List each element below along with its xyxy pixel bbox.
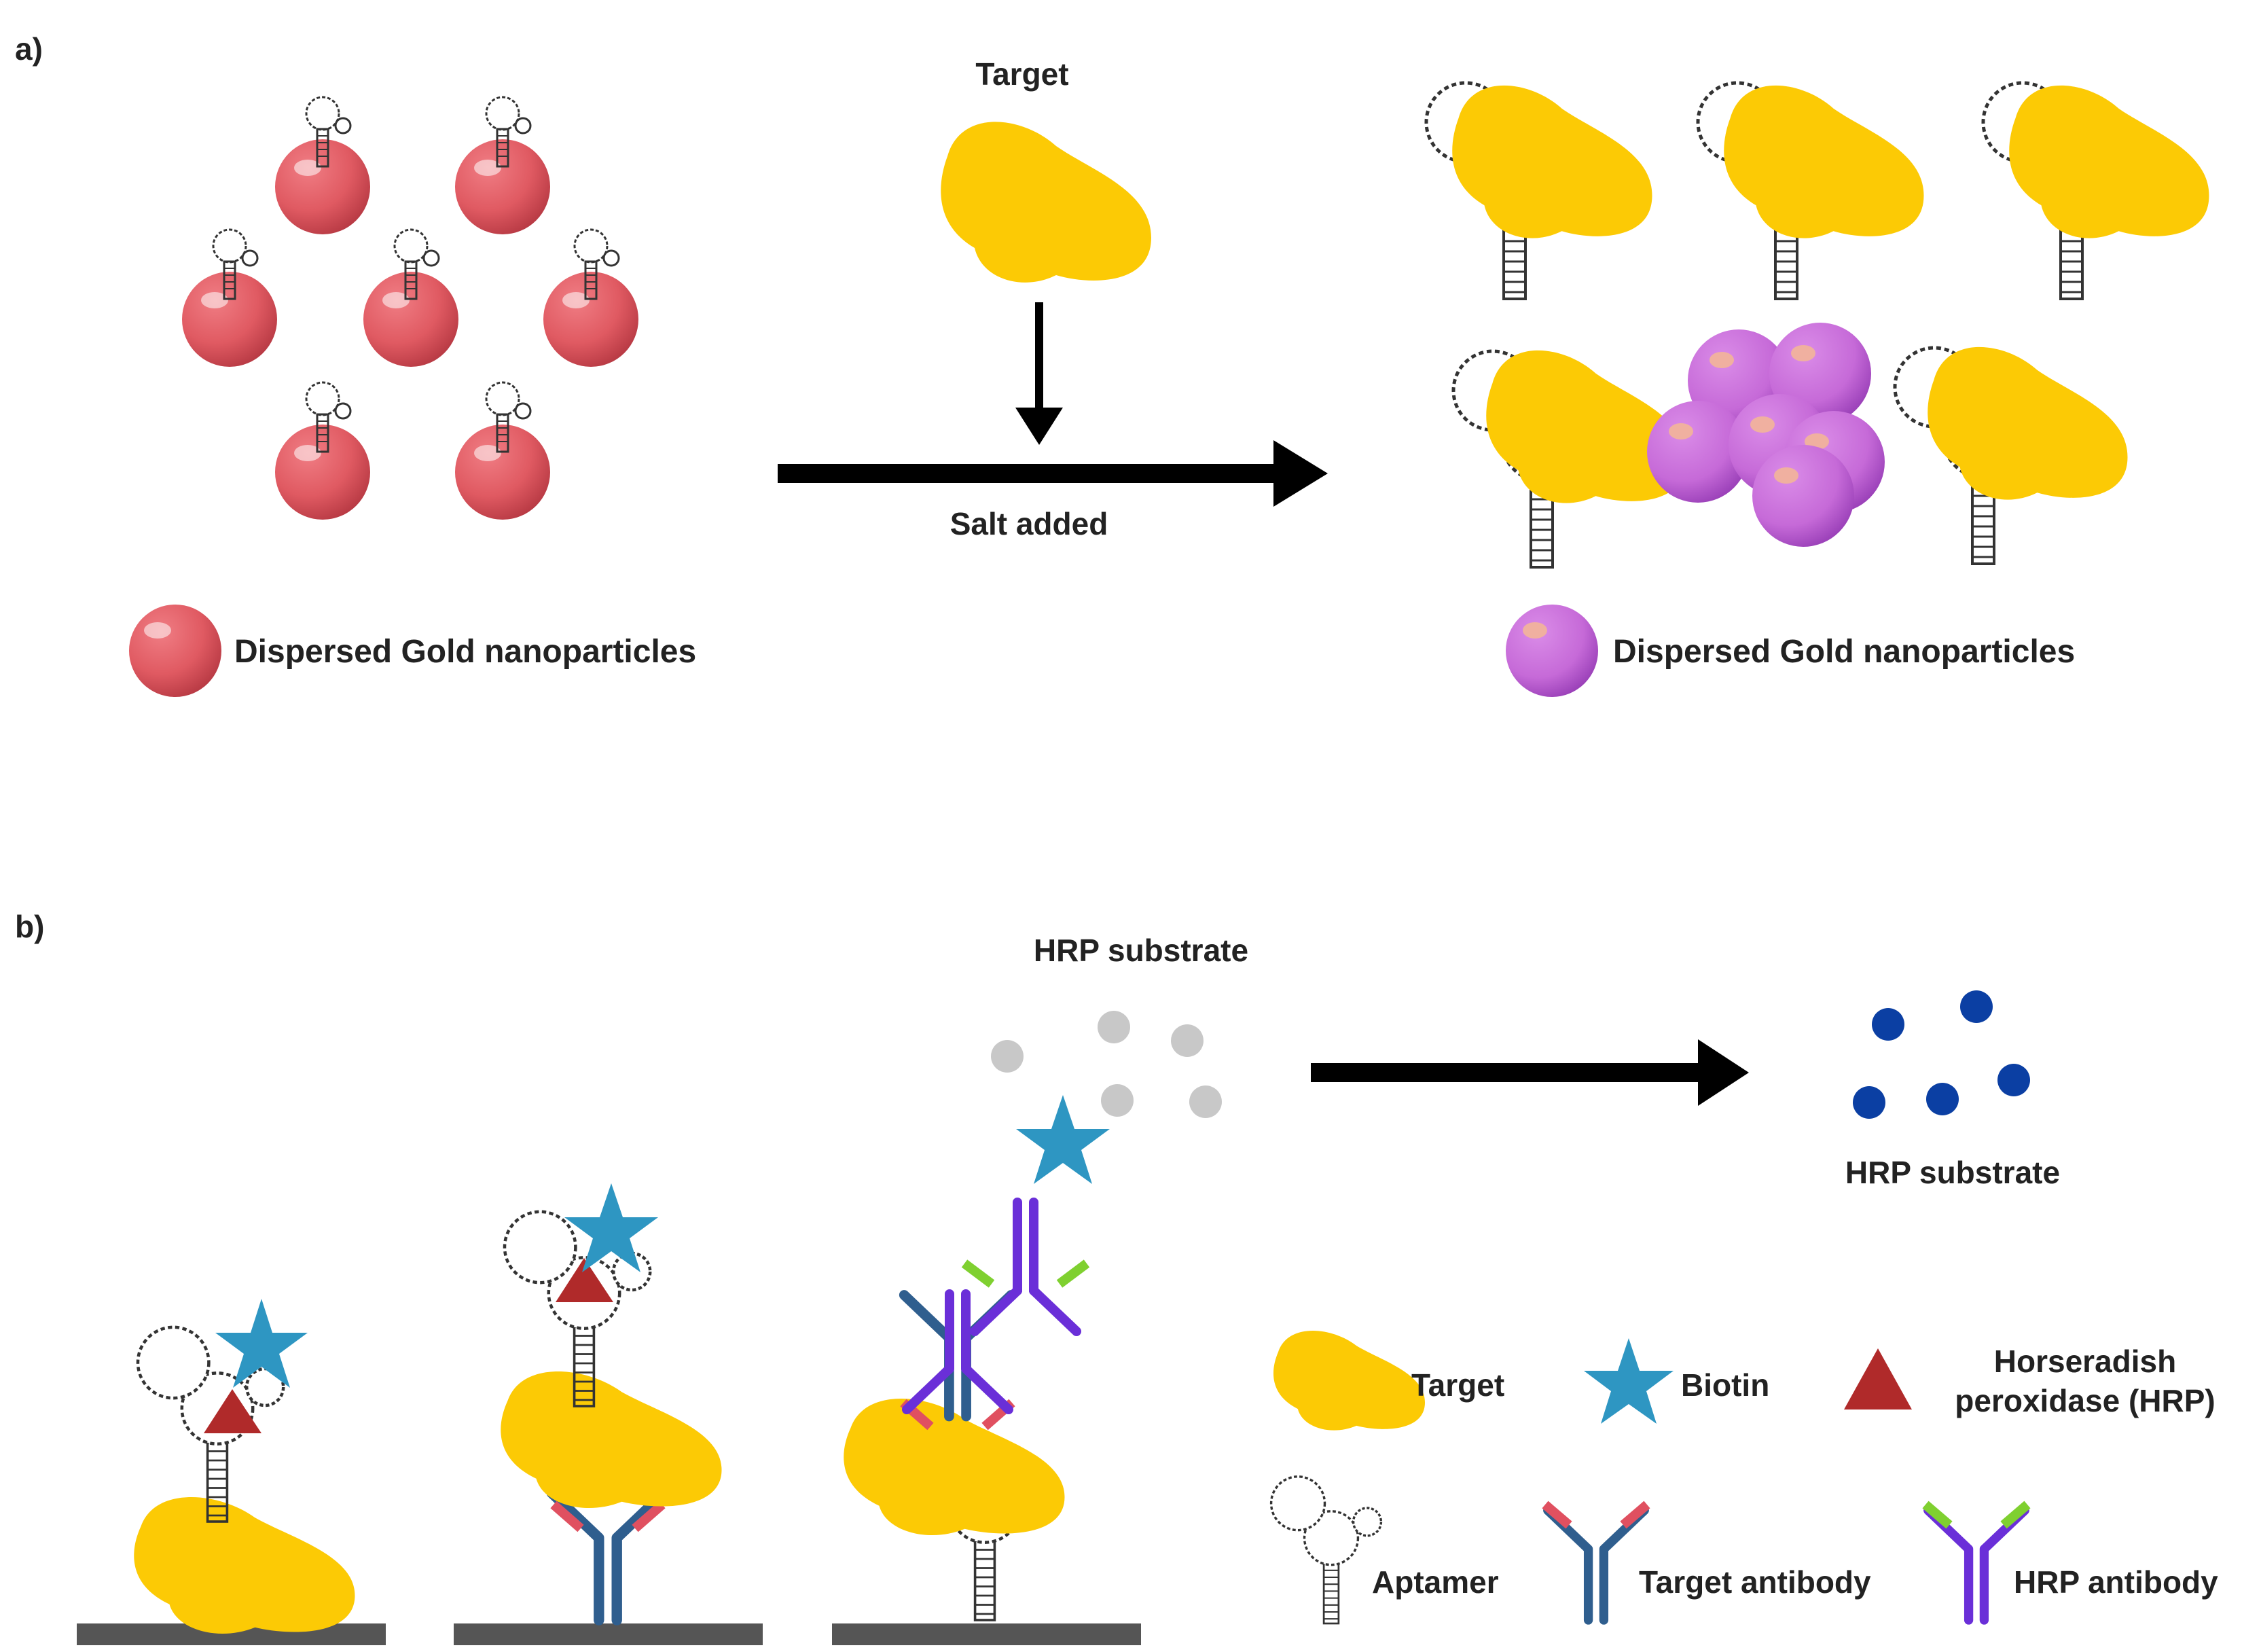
product-dots [1853, 990, 2030, 1119]
aptamer-target-complex [1895, 347, 2128, 564]
gold-nanoparticle [455, 381, 550, 520]
legend-target: Target [1273, 1330, 1504, 1431]
gold-nanoparticle [275, 381, 370, 520]
legend-aptamer-label: Aptamer [1372, 1564, 1499, 1600]
gold-nanoparticle [543, 228, 638, 367]
salt-added-label: Salt added [950, 506, 1108, 541]
legend-hrp-label-2: peroxidase (HRP) [1955, 1383, 2215, 1418]
legend-target-label: Target [1411, 1367, 1504, 1403]
surface-2 [454, 1623, 763, 1645]
gold-nanoparticle [182, 228, 277, 367]
aggregated-nanoparticles [1647, 323, 1885, 547]
aptamer-target-complex [1983, 83, 2209, 299]
legend-biotin-label: Biotin [1681, 1367, 1769, 1403]
assembly-aptamer-antibodies [844, 1095, 1110, 1620]
legend-aptamer: Aptamer [1269, 1475, 1499, 1625]
assembly-aptamer-hrp [134, 1299, 355, 1634]
dispersed-nanoparticle-cluster [182, 96, 638, 520]
target-blob [941, 122, 1151, 283]
right-arrow [778, 440, 1328, 507]
down-arrow [1015, 302, 1063, 445]
right-arrow-b [1311, 1039, 1749, 1106]
legend-red-label: Dispersed Gold nanoparticles [234, 634, 696, 670]
assembly-antibody-aptamer [501, 1183, 722, 1620]
legend-hrp-antibody-label: HRP antibody [2014, 1564, 2218, 1600]
legend-red-nanoparticle: Dispersed Gold nanoparticles [129, 605, 696, 697]
gold-nanoparticle [455, 96, 550, 234]
panel-b-label: b) [15, 909, 44, 944]
legend-hrp-antibody: HRP antibody [1922, 1501, 2218, 1620]
legend-biotin: Biotin [1584, 1338, 1769, 1424]
hrp-substrate-top-label: HRP substrate [1034, 933, 1248, 968]
gold-nanoparticle [363, 228, 458, 367]
aptamer-target-complex [1426, 83, 1652, 299]
hrp-substrate-product-label: HRP substrate [1845, 1155, 2060, 1190]
gold-nanoparticle [275, 96, 370, 234]
legend-hrp-label-1: Horseradish [1994, 1344, 2176, 1379]
aptamer-target-complex [1698, 83, 1924, 299]
substrate-dots [991, 1011, 1222, 1118]
legend-target-antibody-label: Target antibody [1639, 1564, 1871, 1600]
target-label: Target [975, 56, 1068, 92]
panel-a-label: a) [15, 31, 43, 67]
legend-purple-nanoparticle: Dispersed Gold nanoparticles [1506, 605, 2075, 697]
legend-target-antibody: Target antibody [1542, 1501, 1871, 1620]
surface-3 [832, 1623, 1141, 1645]
legend-hrp: Horseradish peroxidase (HRP) [1844, 1344, 2215, 1418]
legend-purple-label: Dispersed Gold nanoparticles [1613, 634, 2075, 670]
